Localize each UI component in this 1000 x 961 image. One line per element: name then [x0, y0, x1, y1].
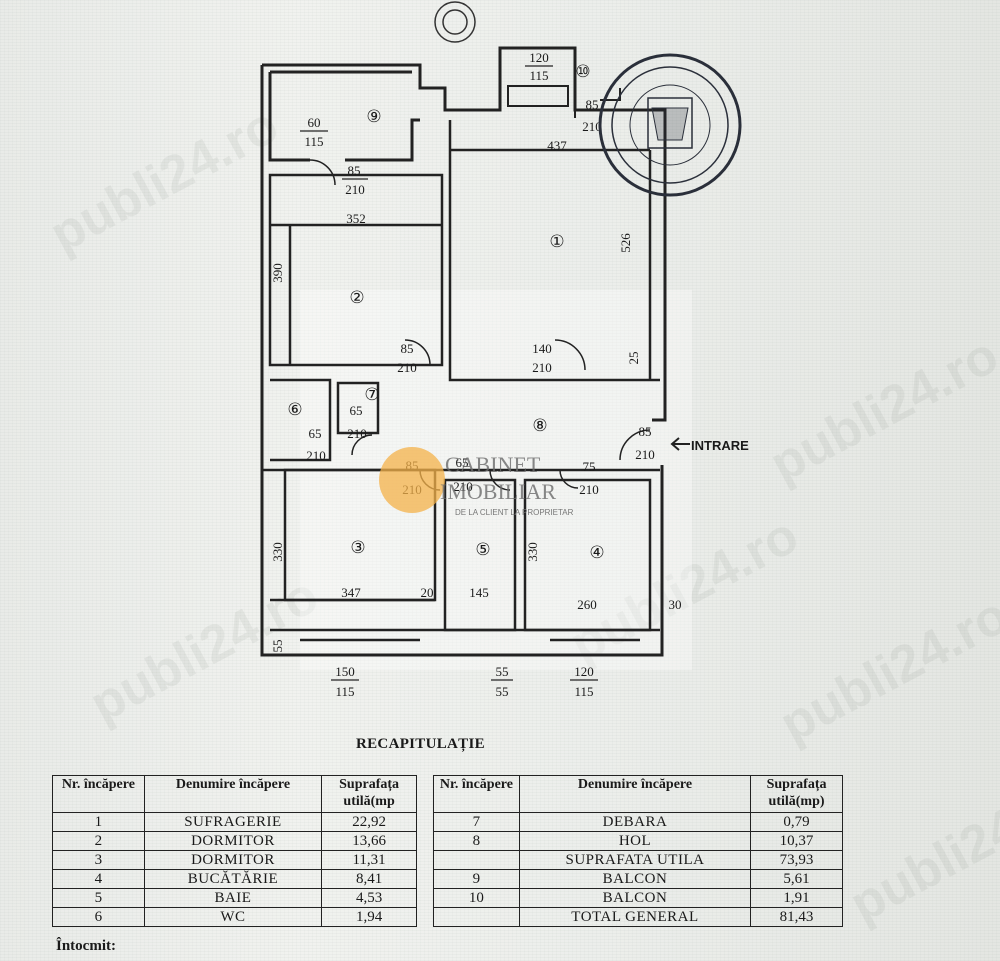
dimension-label: 210 [453, 479, 473, 494]
dimension-label: 120 [529, 50, 549, 65]
dimension-label: 210 [635, 447, 655, 462]
header-name: Denumire încăpere [518, 775, 752, 813]
dimension-label: 210 [397, 360, 417, 375]
dimension-label: 75 [583, 459, 596, 474]
floor-plan: ① ② ③ ④ ⑤ ⑥ ⑦ ⑧ ⑨ ⑩ 60 115 85 210 120 11… [260, 1, 749, 699]
dimension-label: 60 [308, 115, 321, 130]
dimension-label: 65 [456, 455, 469, 470]
dimension-label: 55 [270, 640, 285, 653]
recap-title: RECAPITULAȚIE [356, 736, 485, 752]
dimension-label: 437 [547, 138, 567, 153]
header-nr: Nr. încăpere [52, 775, 145, 813]
entrance-label: INTRARE [691, 438, 749, 453]
dimension-label: 145 [469, 585, 489, 600]
room-number: ③ [350, 538, 365, 557]
agency-logo: CABINET IMOBILIAR DE LA CLIENT LA PROPRI… [379, 447, 574, 517]
svg-text:CABINET: CABINET [445, 452, 541, 477]
header-area: Suprafața utilă(mp [321, 775, 417, 813]
room-number: ⑥ [287, 400, 302, 419]
dimension-label: 20 [421, 585, 434, 600]
top-stamp [434, 1, 476, 43]
dimension-label: 85 [586, 97, 599, 112]
dimension-label: 115 [304, 134, 323, 149]
room-number: ⑨ [366, 107, 381, 126]
dimension-label: 65 [350, 403, 363, 418]
recap-table-left: Nr. încăpere Denumire încăpere Suprafața… [52, 775, 417, 927]
dimension-label: 120 [574, 664, 594, 679]
entrance-arrow-icon [670, 437, 690, 451]
svg-text:DE LA CLIENT LA PROPRIETAR: DE LA CLIENT LA PROPRIETAR [455, 508, 574, 517]
dimension-label: 210 [345, 182, 365, 197]
cadastre-stamp [598, 53, 742, 197]
dimension-label: 25 [626, 352, 641, 365]
dimension-label: 85 [401, 341, 414, 356]
dimension-label: 85 [348, 163, 361, 178]
recap-table-right: Nr. încăpere Denumire încăpere Suprafața… [433, 775, 843, 927]
room-number: ⑧ [532, 416, 547, 435]
dimension-label: 65 [309, 426, 322, 441]
header-nr: Nr. încăpere [433, 775, 520, 813]
dimension-label: 210 [582, 119, 602, 134]
dimension-label: 390 [270, 263, 285, 283]
dimension-label: 115 [529, 68, 548, 83]
dimension-label: 526 [618, 233, 633, 253]
dimension-label: 352 [346, 211, 366, 226]
dimension-label: 55 [496, 664, 509, 679]
room-number: ① [549, 232, 564, 251]
dimension-label: 30 [669, 597, 682, 612]
dimension-label: 330 [525, 542, 540, 562]
dimension-label: 330 [270, 542, 285, 562]
prepared-by-label: Întocmit: [56, 938, 116, 954]
dimension-label: 150 [335, 664, 355, 679]
interior-walls [262, 120, 660, 642]
dimension-label: 115 [335, 684, 354, 699]
room-number: ⑩ [575, 62, 590, 81]
dimension-label: 55 [496, 684, 509, 699]
room-number: ④ [589, 543, 604, 562]
room-number: ⑤ [475, 540, 490, 559]
room-number: ⑦ [364, 385, 379, 404]
dimension-label: 210 [579, 482, 599, 497]
dimension-label: 85 [639, 424, 652, 439]
dimension-label: 210 [306, 448, 326, 463]
header-area: Suprafața utilă(mp) [750, 775, 843, 813]
dimension-label: 260 [577, 597, 597, 612]
outer-walls [260, 46, 667, 657]
svg-text:IMOBILIAR: IMOBILIAR [440, 479, 556, 504]
dimension-label: 210 [347, 426, 367, 441]
dimension-label: 115 [574, 684, 593, 699]
dimension-label: 347 [341, 585, 361, 600]
header-name: Denumire încăpere [143, 775, 323, 813]
room-number: ② [349, 288, 364, 307]
dimension-label: 140 [532, 341, 552, 356]
dimension-label: 210 [532, 360, 552, 375]
